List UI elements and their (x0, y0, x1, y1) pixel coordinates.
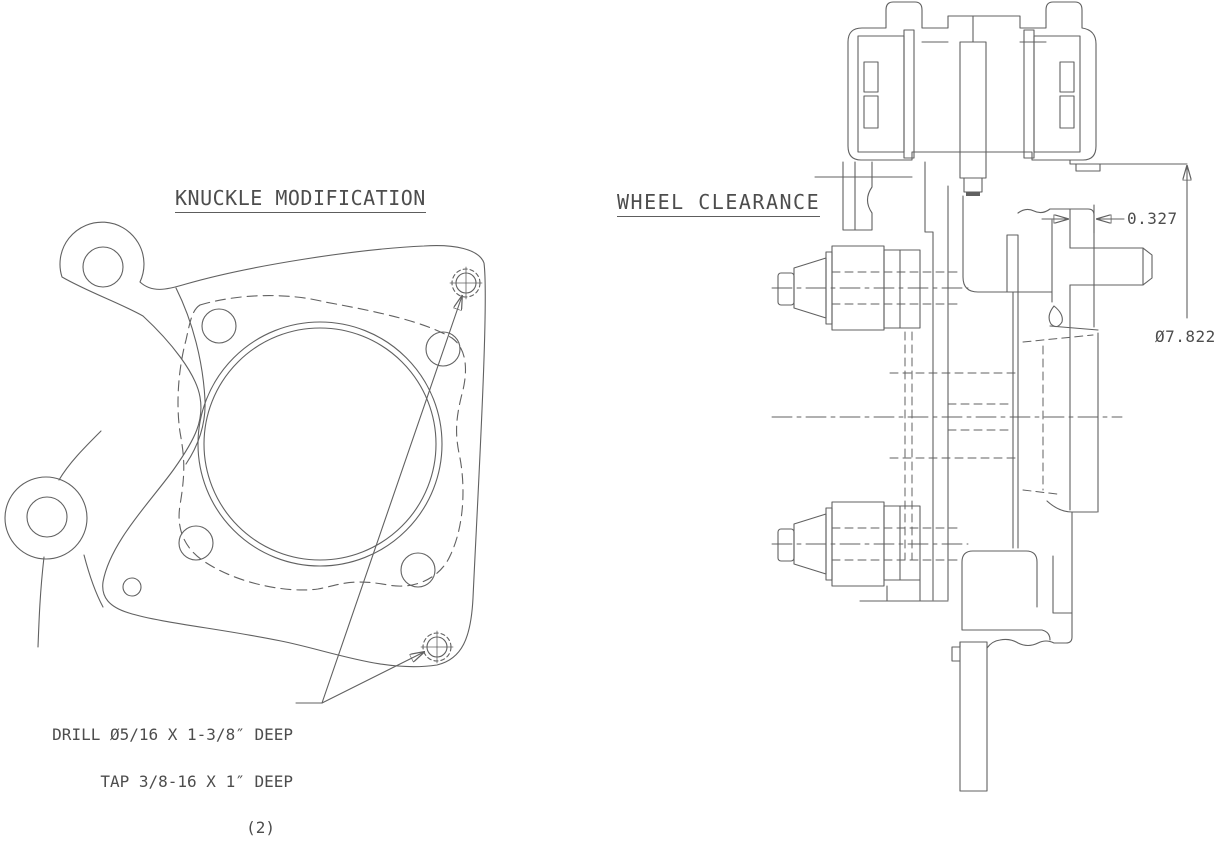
tapped-hole-bottom (420, 630, 454, 664)
knuckle-flange-top (962, 276, 1053, 293)
knuckle-plate-outline (59, 221, 486, 668)
center-bore-outer (197, 321, 443, 567)
diameter-dimension-value: Ø7.822 (1155, 327, 1214, 346)
knuckle-view (4, 221, 486, 704)
rotor-section (959, 41, 987, 196)
wheel-clearance-view (771, 1, 1188, 792)
stud-centerlines (771, 287, 969, 545)
wheel-stud-shaft (1069, 247, 1153, 286)
lobe-hole-top (82, 246, 124, 288)
caliper-bottom-lip (860, 151, 1063, 161)
drill-note-line1: DRILL Ø5/16 X 1-3/8″ DEEP (52, 725, 293, 744)
stud-head-hidden (1006, 234, 1019, 293)
plate-face-line (175, 287, 206, 465)
lobe-arm-upper-edge (58, 430, 102, 481)
left-view-title: KNUCKLE MODIFICATION (175, 188, 426, 213)
hub-flange-faces (1012, 208, 1071, 549)
gasket-dashed-contour (177, 295, 466, 591)
lobe-tail (37, 556, 45, 648)
caliper-mount-ear (814, 161, 913, 231)
knuckle-bottom-lines (859, 579, 949, 602)
stud-assembly-lower (777, 501, 959, 587)
drill-note-line2: TAP 3/8-16 X 1″ DEEP (100, 771, 293, 791)
center-bore-inner (203, 327, 437, 561)
lobe-neck-lower-edge (83, 554, 104, 608)
hub-arch (961, 550, 1038, 608)
bolt-hole (201, 308, 237, 344)
brake-pad-right (1023, 29, 1081, 159)
brake-pad-left (857, 29, 915, 159)
bolt-hole (178, 525, 214, 561)
bolt-hole (400, 552, 436, 588)
technical-drawing-canvas (0, 1, 1214, 799)
tapped-hole-top (449, 266, 483, 300)
flange-pocket (1048, 305, 1063, 328)
bolt-hole (425, 331, 461, 367)
lobe-outline-bottom (4, 476, 88, 560)
caliper-bridge-lines (921, 15, 1047, 43)
lobe-hole-bottom (26, 496, 68, 538)
screen-ghost-artifacts (0, 5, 1214, 799)
caliper-outline (847, 1, 1097, 161)
gap-dimension-value: 0.327 (1127, 209, 1178, 228)
note-leader-lines (295, 296, 462, 704)
small-hole (122, 577, 142, 597)
knuckle-bottom-outline (961, 602, 1073, 649)
wheel-rim-section (951, 641, 988, 792)
right-view-title: WHEEL CLEARANCE (617, 192, 821, 217)
wheel-barrel (1022, 325, 1099, 623)
drill-tap-note: DRILL Ø5/16 X 1-3/8″ DEEP TAP 3/8-16 X 1… (40, 696, 293, 851)
drill-note-line3: (2) (246, 818, 275, 837)
stud-assembly-upper (777, 245, 959, 331)
dimension-gap (1041, 159, 1188, 234)
hub-hidden-lines (889, 331, 1019, 561)
knuckle-webs (924, 161, 964, 601)
knuckle-upper-right-edge (1017, 208, 1095, 328)
